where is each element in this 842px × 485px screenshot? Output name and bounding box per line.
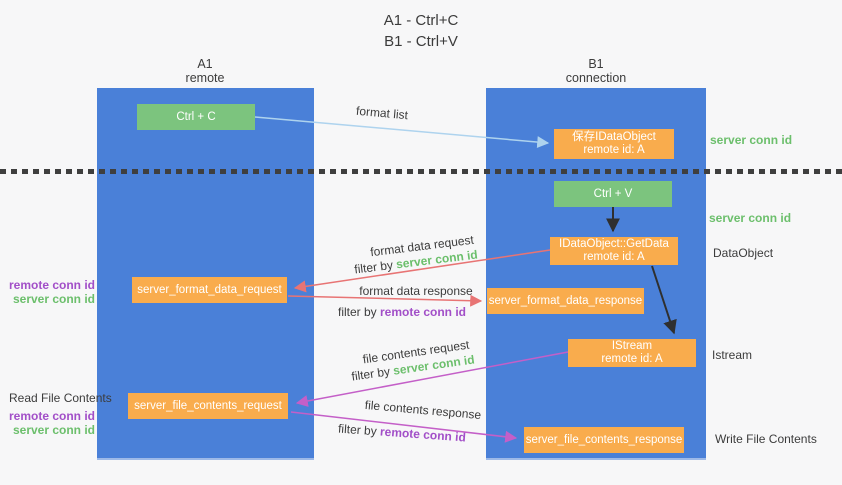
lane-b1-name: B1 [588, 57, 604, 71]
annotation-istream: Istream [712, 348, 752, 362]
node-server-format-data-request: server_format_data_request [132, 277, 287, 303]
node-server-file-contents-response: server_file_contents_response [524, 427, 684, 453]
node-server-format-data-response: server_format_data_response [487, 288, 644, 314]
node-format-response-label: server_format_data_response [488, 294, 643, 307]
node-ctrl-c-label: Ctrl + C [176, 110, 216, 123]
dataobject-text: DataObject [713, 246, 774, 260]
annotation-server-conn-id-mid: server conn id [709, 211, 791, 225]
annotation-dataobject: DataObject [713, 246, 773, 260]
annotation-conn-ids-file: remote conn id server conn id [0, 409, 95, 437]
title-line-2: B1 - Ctrl+V [384, 33, 458, 50]
filter-by-text: filter by [337, 421, 381, 439]
node-getdata-line1: IDataObject::GetData [559, 238, 669, 250]
lane-header-a1: A1 remote [160, 57, 250, 85]
file-contents-response-text: file contents response [364, 397, 482, 423]
title-line-1: A1 - Ctrl+C [383, 12, 459, 29]
filter-by-text: filter by [350, 363, 395, 384]
node-istream-line2: remote id: A [601, 353, 663, 365]
filter-by-text: filter by [337, 305, 380, 319]
filter-by-text: filter by [353, 257, 397, 277]
lane-header-b1: B1 connection [551, 57, 641, 85]
server-conn-id-text: server conn id [12, 423, 95, 437]
node-istream-line1: IStream [611, 340, 653, 352]
annotation-write-file-contents: Write File Contents [715, 432, 817, 446]
node-save-idataobject-line2: remote id: A [583, 144, 645, 156]
edge-label-format-list: format list [355, 104, 408, 122]
diagram-title: A1 - Ctrl+C B1 - Ctrl+V [0, 10, 842, 52]
edge-label-filter-remote-conn-2: filter by remote conn id [338, 422, 467, 445]
node-ctrl-v-label: Ctrl + V [593, 187, 633, 200]
lane-a1-role: remote [185, 71, 225, 85]
node-getdata-line2: remote id: A [583, 251, 645, 263]
edge-label-file-contents-response: file contents response [364, 398, 482, 422]
node-ctrl-v: Ctrl + V [554, 181, 672, 207]
node-ctrl-c: Ctrl + C [137, 104, 255, 130]
server-conn-id-text: server conn id [710, 133, 793, 147]
lane-a1-name: A1 [197, 57, 213, 71]
node-format-request-label: server_format_data_request [137, 283, 282, 296]
server-conn-id-text: server conn id [709, 211, 792, 225]
edge-label-filter-remote-conn-1: filter by remote conn id [338, 305, 466, 319]
istream-text: Istream [712, 348, 753, 362]
format-data-response-text: format data response [359, 284, 473, 298]
annotation-conn-ids-format: remote conn id server conn id [0, 278, 95, 306]
node-istream: IStream remote id: A [568, 339, 696, 367]
node-idataobject-getdata: IDataObject::GetData remote id: A [550, 237, 678, 265]
node-server-file-contents-request: server_file_contents_request [128, 393, 288, 419]
remote-conn-id-highlight: remote conn id [379, 424, 467, 445]
edge-label-format-data-response: format data response [359, 284, 472, 298]
remote-conn-id-highlight: remote conn id [380, 305, 467, 319]
phase-separator-dotted-line [0, 169, 842, 174]
annotation-server-conn-id-top: server conn id [710, 133, 792, 147]
remote-conn-id-text: remote conn id [8, 409, 95, 423]
server-conn-id-text: server conn id [12, 292, 95, 306]
node-file-response-label: server_file_contents_response [525, 433, 683, 446]
write-file-contents-text: Write File Contents [715, 432, 817, 446]
lane-b1-role: connection [565, 71, 627, 85]
read-file-contents-text: Read File Contents [9, 391, 112, 405]
remote-conn-id-text: remote conn id [8, 278, 95, 292]
node-save-idataobject: 保存IDataObject remote id: A [554, 129, 674, 159]
annotation-read-file-contents: Read File Contents [9, 391, 112, 405]
node-file-request-label: server_file_contents_request [134, 399, 282, 412]
node-save-idataobject-line1: 保存IDataObject [572, 131, 656, 143]
format-list-text: format list [355, 103, 409, 123]
